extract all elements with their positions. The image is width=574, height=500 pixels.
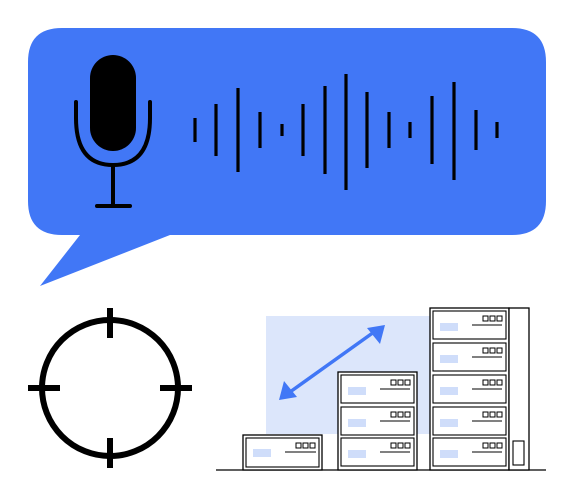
rack-side-slot xyxy=(512,440,525,466)
server-unit xyxy=(432,342,507,372)
server-unit xyxy=(340,437,415,467)
speech-bubble xyxy=(28,28,546,286)
server-unit xyxy=(432,310,507,340)
double-arrow-shaft xyxy=(288,330,376,394)
server-rack-tall xyxy=(429,307,530,471)
server-rack-illustration xyxy=(216,307,546,471)
microphone-head xyxy=(90,55,136,151)
speech-bubble-shape xyxy=(28,28,546,286)
server-rack-medium xyxy=(337,371,418,471)
server-unit xyxy=(432,374,507,404)
double-arrow-head-right xyxy=(367,325,385,344)
microphone-icon xyxy=(74,55,152,208)
double-arrow-head-left xyxy=(279,381,297,400)
rack-side-panel xyxy=(508,307,530,471)
double-arrow-icon xyxy=(279,325,385,400)
crosshair-ring xyxy=(39,317,181,459)
server-unit-small xyxy=(242,434,323,471)
crosshair-icon xyxy=(28,308,192,468)
server-unit xyxy=(340,374,415,404)
server-unit xyxy=(432,437,507,467)
server-unit xyxy=(432,406,507,436)
audio-waveform xyxy=(193,74,499,190)
server-unit xyxy=(340,406,415,436)
